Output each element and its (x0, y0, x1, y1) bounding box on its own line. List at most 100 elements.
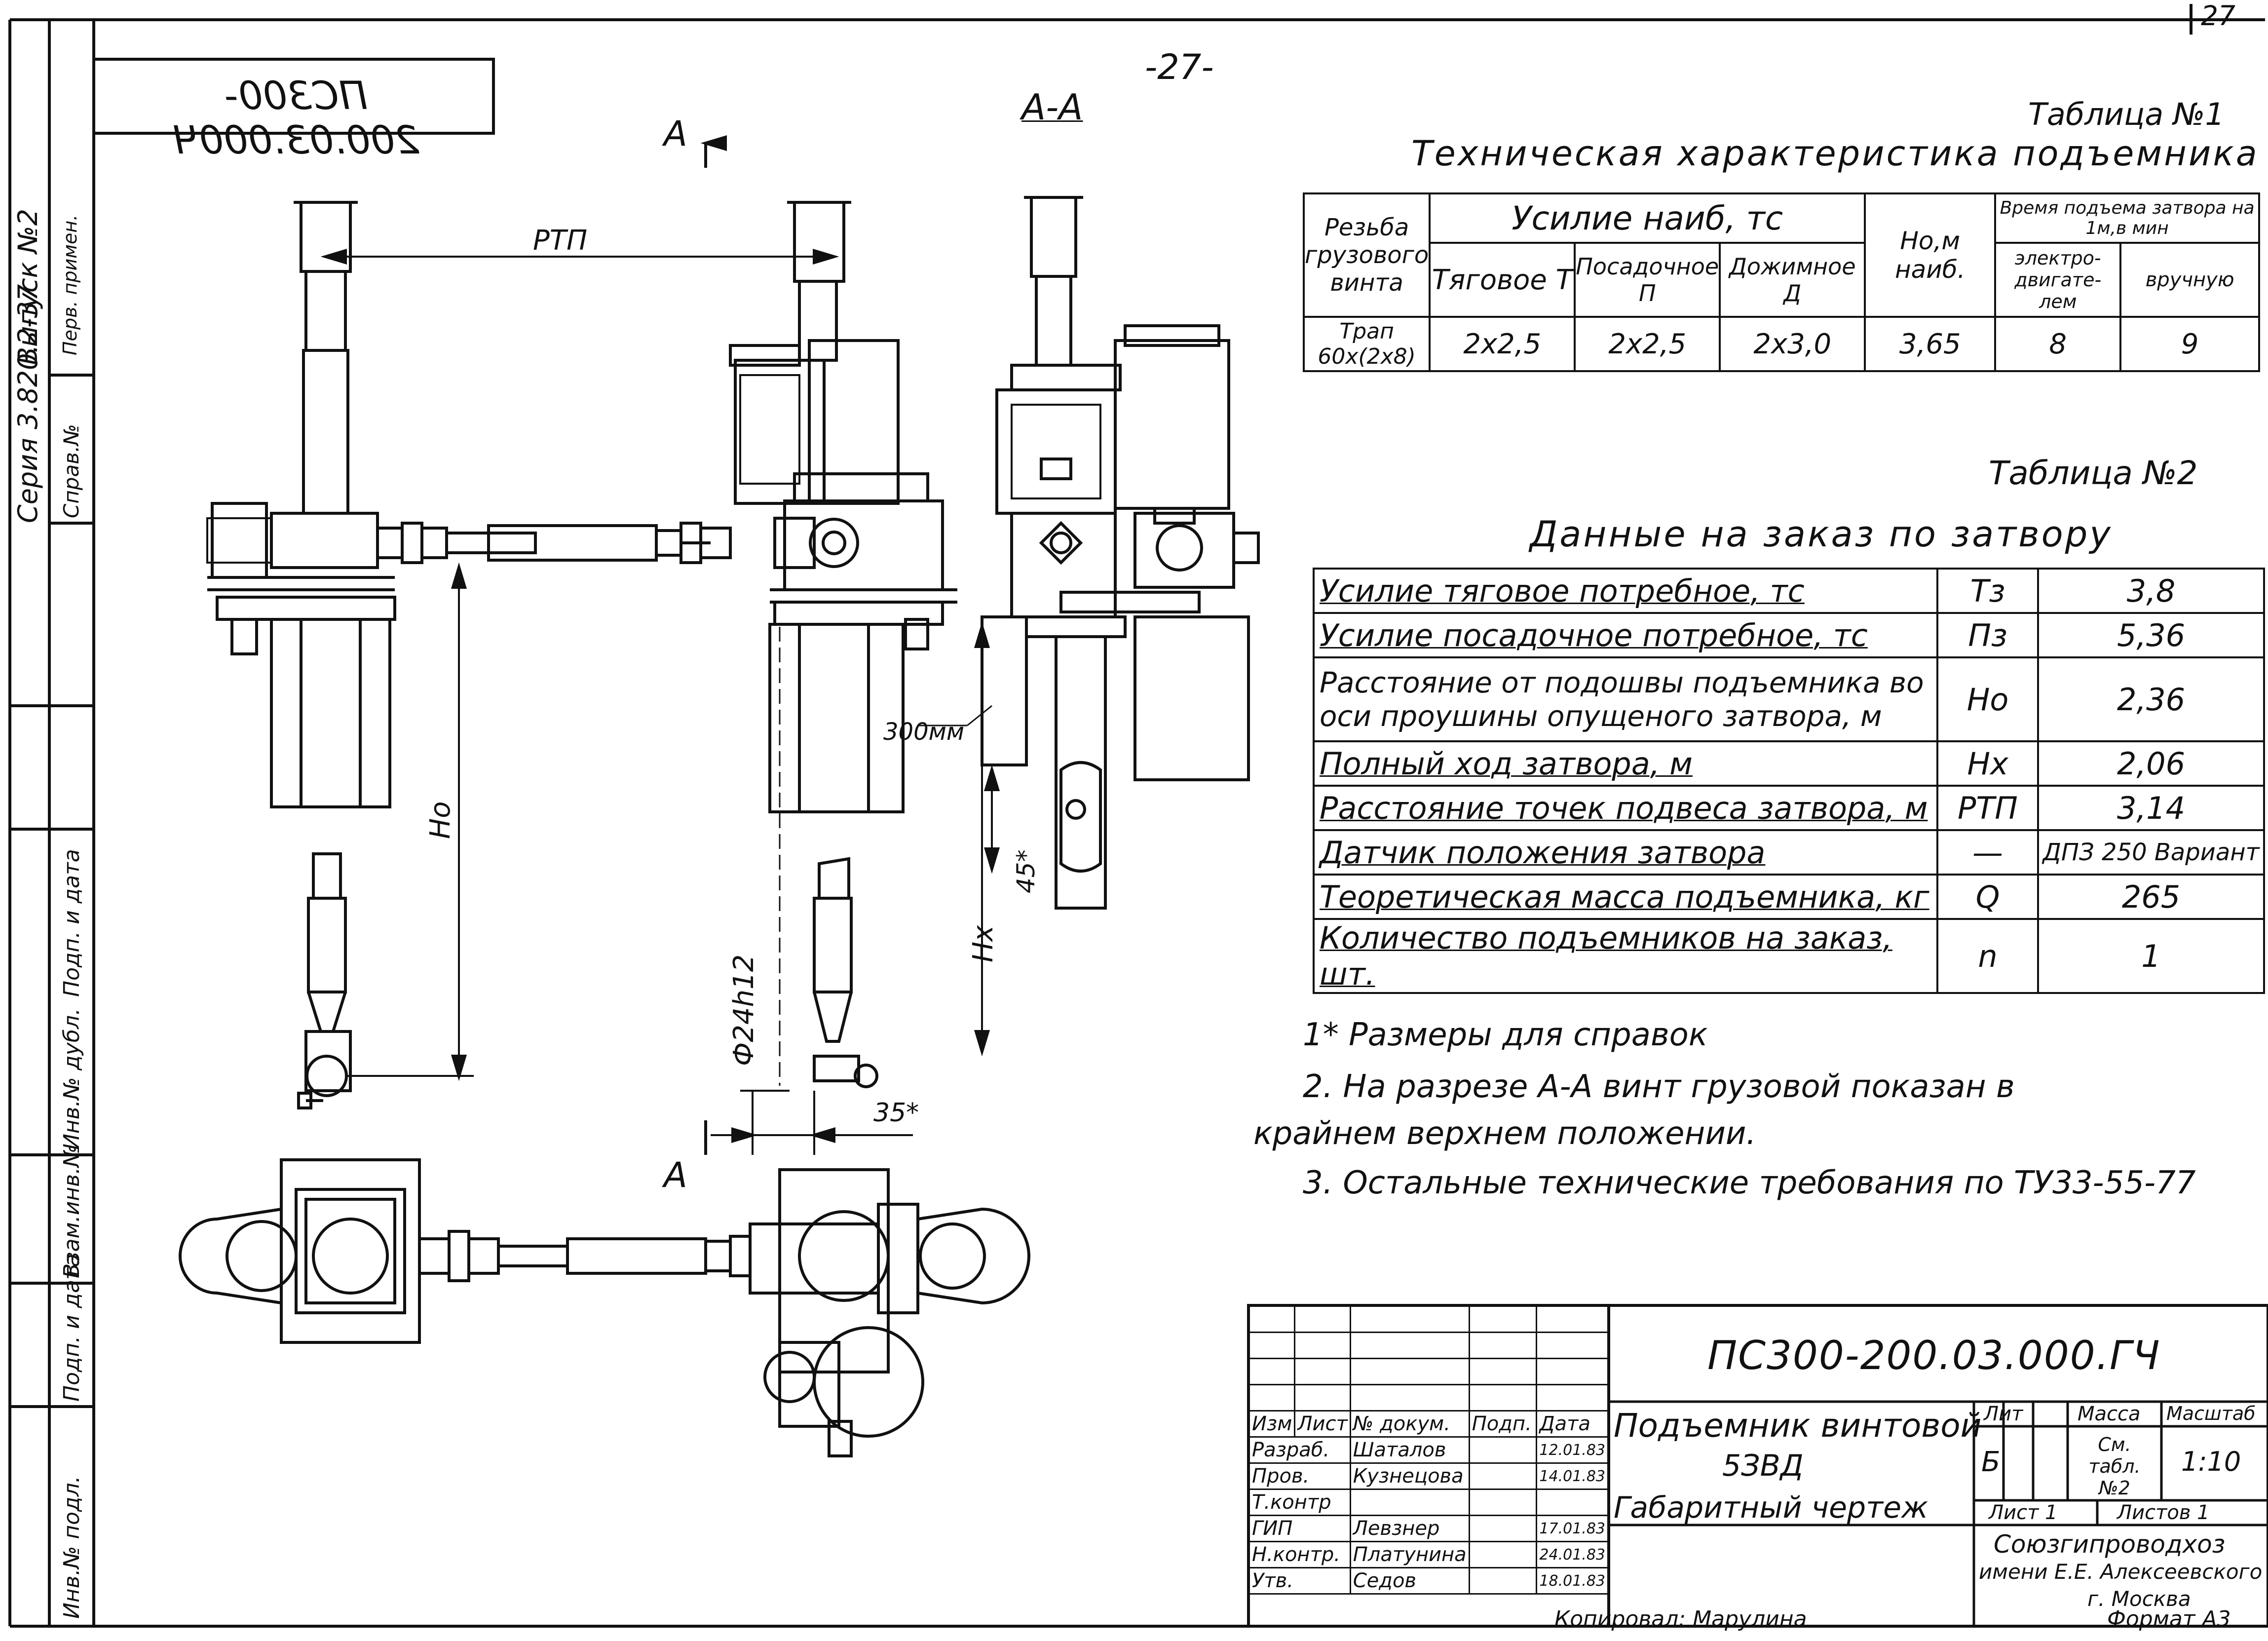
table2: Усилие тяговое потребное, тс Тз 3,8 Усил… (1313, 568, 2265, 994)
t2-val: 2,36 (2037, 656, 2265, 742)
stamp-org2: имени Е.Е. Алексеевского (1979, 1560, 2263, 1584)
stamp-scale: Масштаб (2166, 1403, 2256, 1424)
stamp-signature (1468, 1567, 1538, 1595)
stamp-date: 18.01.83 (1536, 1567, 1609, 1595)
note-1: 1* Размеры для справок (1303, 1017, 1708, 1053)
stamp-format: Формат А3 (2107, 1606, 2231, 1632)
page-number: -27- (1145, 47, 1214, 87)
t1-r-thread: Трап 60х(2х8) (1302, 316, 1431, 372)
dim-300mm: 300мм (883, 718, 965, 746)
stamp-h-doc: № докум. (1349, 1410, 1470, 1438)
t1-r-traction: 2х2,5 (1429, 316, 1576, 372)
stamp-signature (1468, 1541, 1538, 1568)
stamp-name1: Подъемник винтовой (1614, 1407, 1982, 1445)
stamp-date: 14.01.83 (1536, 1462, 1609, 1490)
stamp-date: 17.01.83 (1536, 1515, 1609, 1542)
stamp-scale-val: 1:10 (2181, 1446, 2241, 1477)
note-3: 3. Остальные технические требования по Т… (1303, 1165, 2196, 1201)
table1: Резьба грузового винта Усилие наиб, тс Н… (1302, 192, 2260, 372)
stamp-signature (1468, 1515, 1538, 1542)
t1-h-ho: Но,м наиб. (1864, 192, 1997, 318)
t2-val: 1 (2037, 918, 2265, 994)
table-row: Датчик положения затвора — ДПЗ 250 Вариа… (1313, 829, 2265, 876)
stamp-lit-val: Б (1981, 1446, 2001, 1478)
stamp-mass-val: См. табл. №2 (2088, 1434, 2141, 1499)
table-row: Утв. Седов 18.01.83 (1248, 1567, 1609, 1595)
t2-sym: Пз (1936, 612, 2039, 658)
table-row: Усилие тяговое потребное, тс Тз 3,8 (1313, 568, 2265, 614)
t1-h-time: Время подъема затвора на 1м,в мин (1994, 192, 2260, 244)
table1-title: Техническая характеристика подъемника (1411, 133, 2259, 174)
table-row: Пров. Кузнецова 14.01.83 (1248, 1462, 1609, 1490)
stamp-org3: г. Москва (2087, 1587, 2191, 1611)
t2-label: Усилие посадочное потребное, тс (1313, 612, 1938, 658)
stamp-lit: Лит (1984, 1403, 2023, 1425)
stamp-code: ПС300-200.03.000.ГЧ (1707, 1333, 2161, 1378)
table-row: Расстояние от подошвы подъемника во оси … (1313, 656, 2265, 742)
t1-r-motor: 8 (1994, 316, 2122, 372)
stamp-org1: Союзгипроводхоз (1994, 1530, 2226, 1559)
t1-r-ho: 3,65 (1864, 316, 1997, 372)
table-row: Теоретическая масса подъемника, кг Q 265 (1313, 874, 2265, 920)
stamp-signature (1468, 1488, 1538, 1516)
stamp-signature (1468, 1436, 1538, 1464)
t2-label: Датчик положения затвора (1313, 829, 1938, 876)
stamp-role: Утв. (1248, 1567, 1351, 1595)
stamp-name3: Габаритный чертеж (1614, 1490, 1928, 1525)
dim-35: 35* (873, 1098, 919, 1128)
stamp-name2: 5ЗВД (1722, 1449, 1804, 1483)
t2-sym: Нх (1936, 740, 2039, 787)
table-row: Усилие посадочное потребное, тс Пз 5,36 (1313, 612, 2265, 658)
stamp-role: Пров. (1248, 1462, 1351, 1490)
stamp-person: Левзнер (1349, 1515, 1470, 1542)
t1-h-manual: вручную (2119, 242, 2260, 318)
stamp-person: Шаталов (1349, 1436, 1470, 1464)
table-row: Т.контр (1248, 1488, 1609, 1516)
stamp-person: Кузнецова (1349, 1462, 1470, 1490)
t2-val: ДПЗ 250 Вариант (2037, 829, 2265, 876)
stamp-date: 12.01.83 (1536, 1436, 1609, 1464)
table-row: Разраб. Шаталов 12.01.83 (1248, 1436, 1609, 1464)
t2-sym: Q (1936, 874, 2039, 920)
t1-h-force: Усилие наиб, тс (1429, 192, 1866, 244)
section-mark-bottom: А (664, 1155, 687, 1195)
stamp-role: ГИП (1248, 1515, 1351, 1542)
t2-val: 3,8 (2037, 568, 2265, 614)
table2-caption: Таблица №2 (1989, 454, 2198, 492)
t1-r-press: 2х3,0 (1719, 316, 1866, 372)
t2-val: 265 (2037, 874, 2265, 920)
t2-label: Полный ход затвора, м (1313, 740, 1938, 787)
stamp-person (1349, 1488, 1470, 1516)
t2-label: Усилие тяговое потребное, тс (1313, 568, 1938, 614)
t2-sym: Тз (1936, 568, 2039, 614)
section-mark-top: А (664, 114, 687, 154)
t2-label: Расстояние от подошвы подъемника во оси … (1313, 656, 1938, 742)
t2-val: 2,06 (2037, 740, 2265, 787)
table-row: Полный ход затвора, м Нх 2,06 (1313, 740, 2265, 787)
t2-val: 3,14 (2037, 785, 2265, 831)
t2-val: 5,36 (2037, 612, 2265, 658)
stamp-sheets: Листов 1 (2117, 1501, 2210, 1524)
dim-rtp: РТП (533, 225, 588, 257)
stamp-h-podp: Подп. (1468, 1410, 1538, 1438)
stamp-role: Разраб. (1248, 1436, 1351, 1464)
t1-h-landing: Посадочное П (1574, 242, 1721, 318)
stamp-mass: Масса (2078, 1403, 2141, 1425)
t2-sym: — (1936, 829, 2039, 876)
stamp-person: Седов (1349, 1567, 1470, 1595)
corner-number: 27 (2201, 0, 2235, 32)
table2-title: Данные на заказ по затвору (1530, 513, 2113, 555)
t2-sym: Но (1936, 656, 2039, 742)
t2-label: Расстояние точек подвеса затвора, м (1313, 785, 1938, 831)
stamp-sheet: Лист 1 (1989, 1501, 2058, 1524)
stamp-role: Н.контр. (1248, 1541, 1351, 1568)
t1-h-traction: Тяговое Т (1429, 242, 1576, 318)
t1-r-landing: 2х2,5 (1574, 316, 1721, 372)
stamp-date: 24.01.83 (1536, 1541, 1609, 1568)
t2-label: Количество подъемников на заказ, шт. (1313, 918, 1938, 994)
t2-label: Теоретическая масса подъемника, кг (1313, 874, 1938, 920)
table-row: Расстояние точек подвеса затвора, м РТП … (1313, 785, 2265, 831)
table-row: Н.контр. Платунина 24.01.83 (1248, 1541, 1609, 1568)
t1-h-thread: Резьба грузового винта (1302, 192, 1431, 318)
